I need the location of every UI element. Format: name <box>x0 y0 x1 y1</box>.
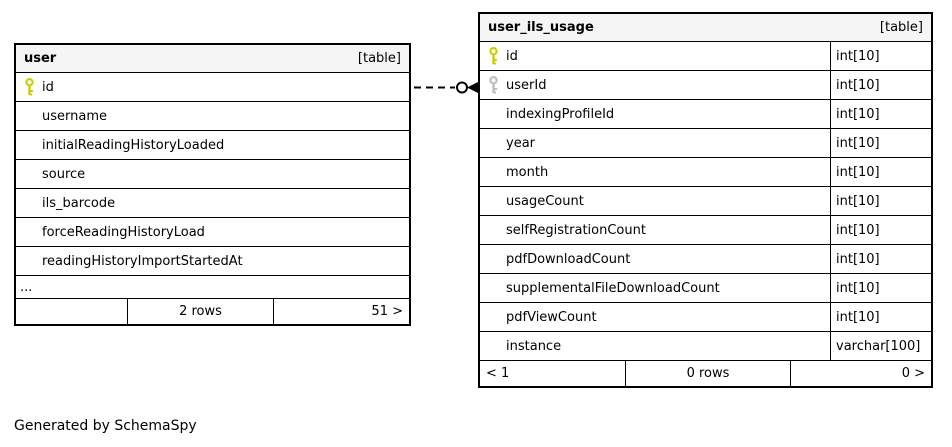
more-columns-ellipsis: ... <box>16 276 409 299</box>
column-type: int[10] <box>830 158 931 186</box>
column-row: month int[10] <box>480 158 931 187</box>
footer-parents: < 1 <box>486 366 510 381</box>
column-row: indexingProfileId int[10] <box>480 100 931 129</box>
column-row: id <box>16 73 409 102</box>
column-row: forceReadingHistoryLoad <box>16 218 409 247</box>
column-row: instance varchar[100] <box>480 332 931 361</box>
column-name: readingHistoryImportStartedAt <box>42 253 243 269</box>
column-name: id <box>506 48 518 64</box>
column-name: source <box>42 166 86 182</box>
column-name: initialReadingHistoryLoaded <box>42 137 225 153</box>
column-name: pdfDownloadCount <box>506 251 631 267</box>
column-name: usageCount <box>506 193 584 209</box>
generated-by-note: Generated by SchemaSpy <box>14 418 197 434</box>
column-row: id int[10] <box>480 42 931 71</box>
footer-row-count: 0 rows <box>625 361 790 386</box>
column-name: pdfViewCount <box>506 309 597 325</box>
column-type: int[10] <box>830 216 931 244</box>
primary-key-icon <box>480 47 506 65</box>
primary-key-icon <box>16 78 42 96</box>
column-name: year <box>506 135 536 151</box>
column-type: int[10] <box>830 71 931 99</box>
table-title: user <box>24 51 57 66</box>
table-header-user-ils-usage[interactable]: user_ils_usage [table] <box>480 14 931 42</box>
column-type: int[10] <box>830 245 931 273</box>
column-row: selfRegistrationCount int[10] <box>480 216 931 245</box>
footer-children: 0 > <box>790 361 931 386</box>
footer-parents <box>16 299 127 324</box>
column-row: initialReadingHistoryLoaded <box>16 131 409 160</box>
column-row: readingHistoryImportStartedAt <box>16 247 409 276</box>
column-type: int[10] <box>830 303 931 331</box>
relationship-connector <box>414 81 479 94</box>
table-header-user[interactable]: user [table] <box>16 45 409 73</box>
column-list: id username <box>16 73 409 276</box>
table-footer: < 1 0 rows 0 > <box>480 361 931 386</box>
column-name: selfRegistrationCount <box>506 222 646 238</box>
column-row: source <box>16 160 409 189</box>
column-name: instance <box>506 338 562 354</box>
column-type: int[10] <box>830 100 931 128</box>
column-name: id <box>42 79 54 95</box>
table-box-user-ils-usage[interactable]: user_ils_usage [table] id int[10] <box>478 12 933 388</box>
footer-children: 51 > <box>273 299 409 324</box>
column-name: indexingProfileId <box>506 106 615 122</box>
column-type: int[10] <box>830 42 931 70</box>
column-name: supplementalFileDownloadCount <box>506 280 720 296</box>
footer-row-count: 2 rows <box>127 299 273 324</box>
column-row: userId int[10] <box>480 71 931 100</box>
column-type: int[10] <box>830 129 931 157</box>
table-badge: [table] <box>357 51 401 66</box>
column-row: ils_barcode <box>16 189 409 218</box>
column-name: forceReadingHistoryLoad <box>42 224 205 240</box>
column-name: username <box>42 108 107 124</box>
foreign-key-icon <box>480 76 506 94</box>
zero-cardinality-circle-icon <box>456 81 468 94</box>
column-row: username <box>16 102 409 131</box>
column-list: id int[10] userId int[10] <box>480 42 931 361</box>
column-name: month <box>506 164 549 180</box>
table-badge: [table] <box>879 20 923 35</box>
column-row: year int[10] <box>480 129 931 158</box>
crow-foot-arrow-icon <box>467 81 479 94</box>
column-row: usageCount int[10] <box>480 187 931 216</box>
column-type: int[10] <box>830 187 931 215</box>
table-box-user[interactable]: user [table] id <box>14 43 411 326</box>
column-row: supplementalFileDownloadCount int[10] <box>480 274 931 303</box>
column-name: ils_barcode <box>42 195 116 211</box>
column-row: pdfDownloadCount int[10] <box>480 245 931 274</box>
column-type: int[10] <box>830 274 931 302</box>
column-name: userId <box>506 77 547 93</box>
table-footer: 2 rows 51 > <box>16 299 409 324</box>
column-type: varchar[100] <box>830 332 931 360</box>
table-title: user_ils_usage <box>488 20 594 35</box>
column-row: pdfViewCount int[10] <box>480 303 931 332</box>
